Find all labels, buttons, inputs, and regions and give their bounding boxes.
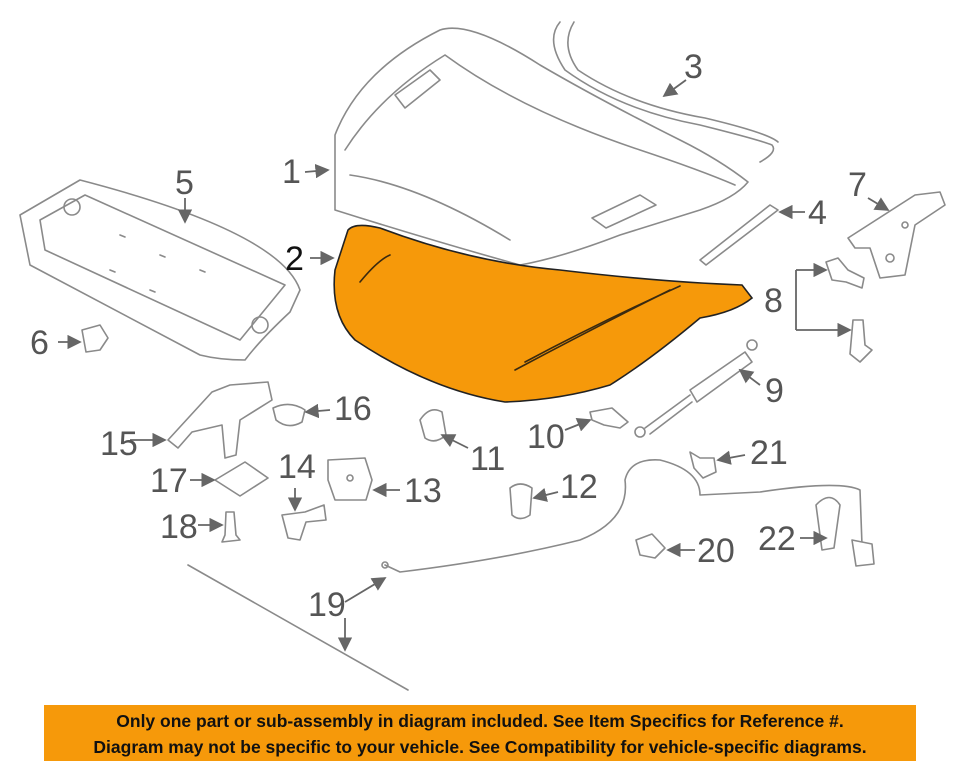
gas-strut[interactable]	[634, 339, 758, 438]
callout-11: 11	[470, 440, 505, 478]
screw[interactable]	[689, 451, 717, 479]
release-handle[interactable]	[815, 496, 875, 567]
callout-8: 8	[764, 282, 783, 320]
callout-17: 17	[150, 462, 188, 500]
callout-7: 7	[848, 166, 867, 204]
hood-hinge[interactable]	[847, 191, 946, 279]
retainer-clip[interactable]	[635, 533, 666, 559]
callout-15: 15	[100, 425, 138, 463]
callout-5: 5	[175, 164, 194, 202]
disclaimer-line-2: Diagram may not be specific to your vehi…	[93, 737, 867, 757]
callout-4: 4	[808, 194, 827, 232]
bolts[interactable]	[825, 257, 873, 363]
switch[interactable]	[589, 407, 629, 429]
leader-lines	[58, 79, 890, 652]
release-cable[interactable]	[187, 459, 863, 691]
front-shield-panel[interactable]	[19, 179, 301, 361]
stop-bumper[interactable]	[419, 409, 447, 442]
callout-20: 20	[697, 532, 735, 570]
weatherstrip-seal[interactable]	[552, 21, 779, 163]
callout-16: 16	[334, 390, 372, 428]
callout-1: 1	[282, 153, 301, 191]
callout-2: 2	[285, 240, 304, 278]
callout-10: 10	[527, 418, 565, 456]
callout-3: 3	[684, 48, 703, 86]
callout-12: 12	[560, 468, 598, 506]
callout-22: 22	[758, 520, 796, 558]
callout-labels: 1 2 3 4 5 6 7 8 9 10 11 12 13 14 15 16 1…	[30, 48, 867, 624]
callout-6: 6	[30, 324, 49, 362]
hood-latch[interactable]	[327, 457, 373, 501]
bolt[interactable]	[221, 511, 241, 543]
seal-strip[interactable]	[699, 204, 779, 266]
bracket[interactable]	[167, 381, 273, 459]
clip[interactable]	[81, 324, 109, 353]
insulator-shape	[333, 224, 754, 403]
parts-diagram: 1 2 3 4 5 6 7 8 9 10 11 12 13 14 15 16 1…	[19, 21, 946, 691]
hood-insulator-highlighted[interactable]	[333, 224, 754, 403]
callout-13: 13	[404, 472, 442, 510]
callout-21: 21	[750, 434, 788, 472]
latch-pad[interactable]	[214, 461, 269, 497]
grommet[interactable]	[272, 403, 306, 427]
disclaimer-banner: Only one part or sub-assembly in diagram…	[44, 705, 916, 761]
callout-18: 18	[160, 508, 198, 546]
callout-9: 9	[765, 372, 784, 410]
disclaimer-line-1: Only one part or sub-assembly in diagram…	[116, 711, 844, 731]
callout-14: 14	[278, 448, 316, 486]
callout-19: 19	[308, 586, 346, 624]
rubber-bumper[interactable]	[509, 483, 533, 520]
push-pin[interactable]	[281, 504, 327, 541]
